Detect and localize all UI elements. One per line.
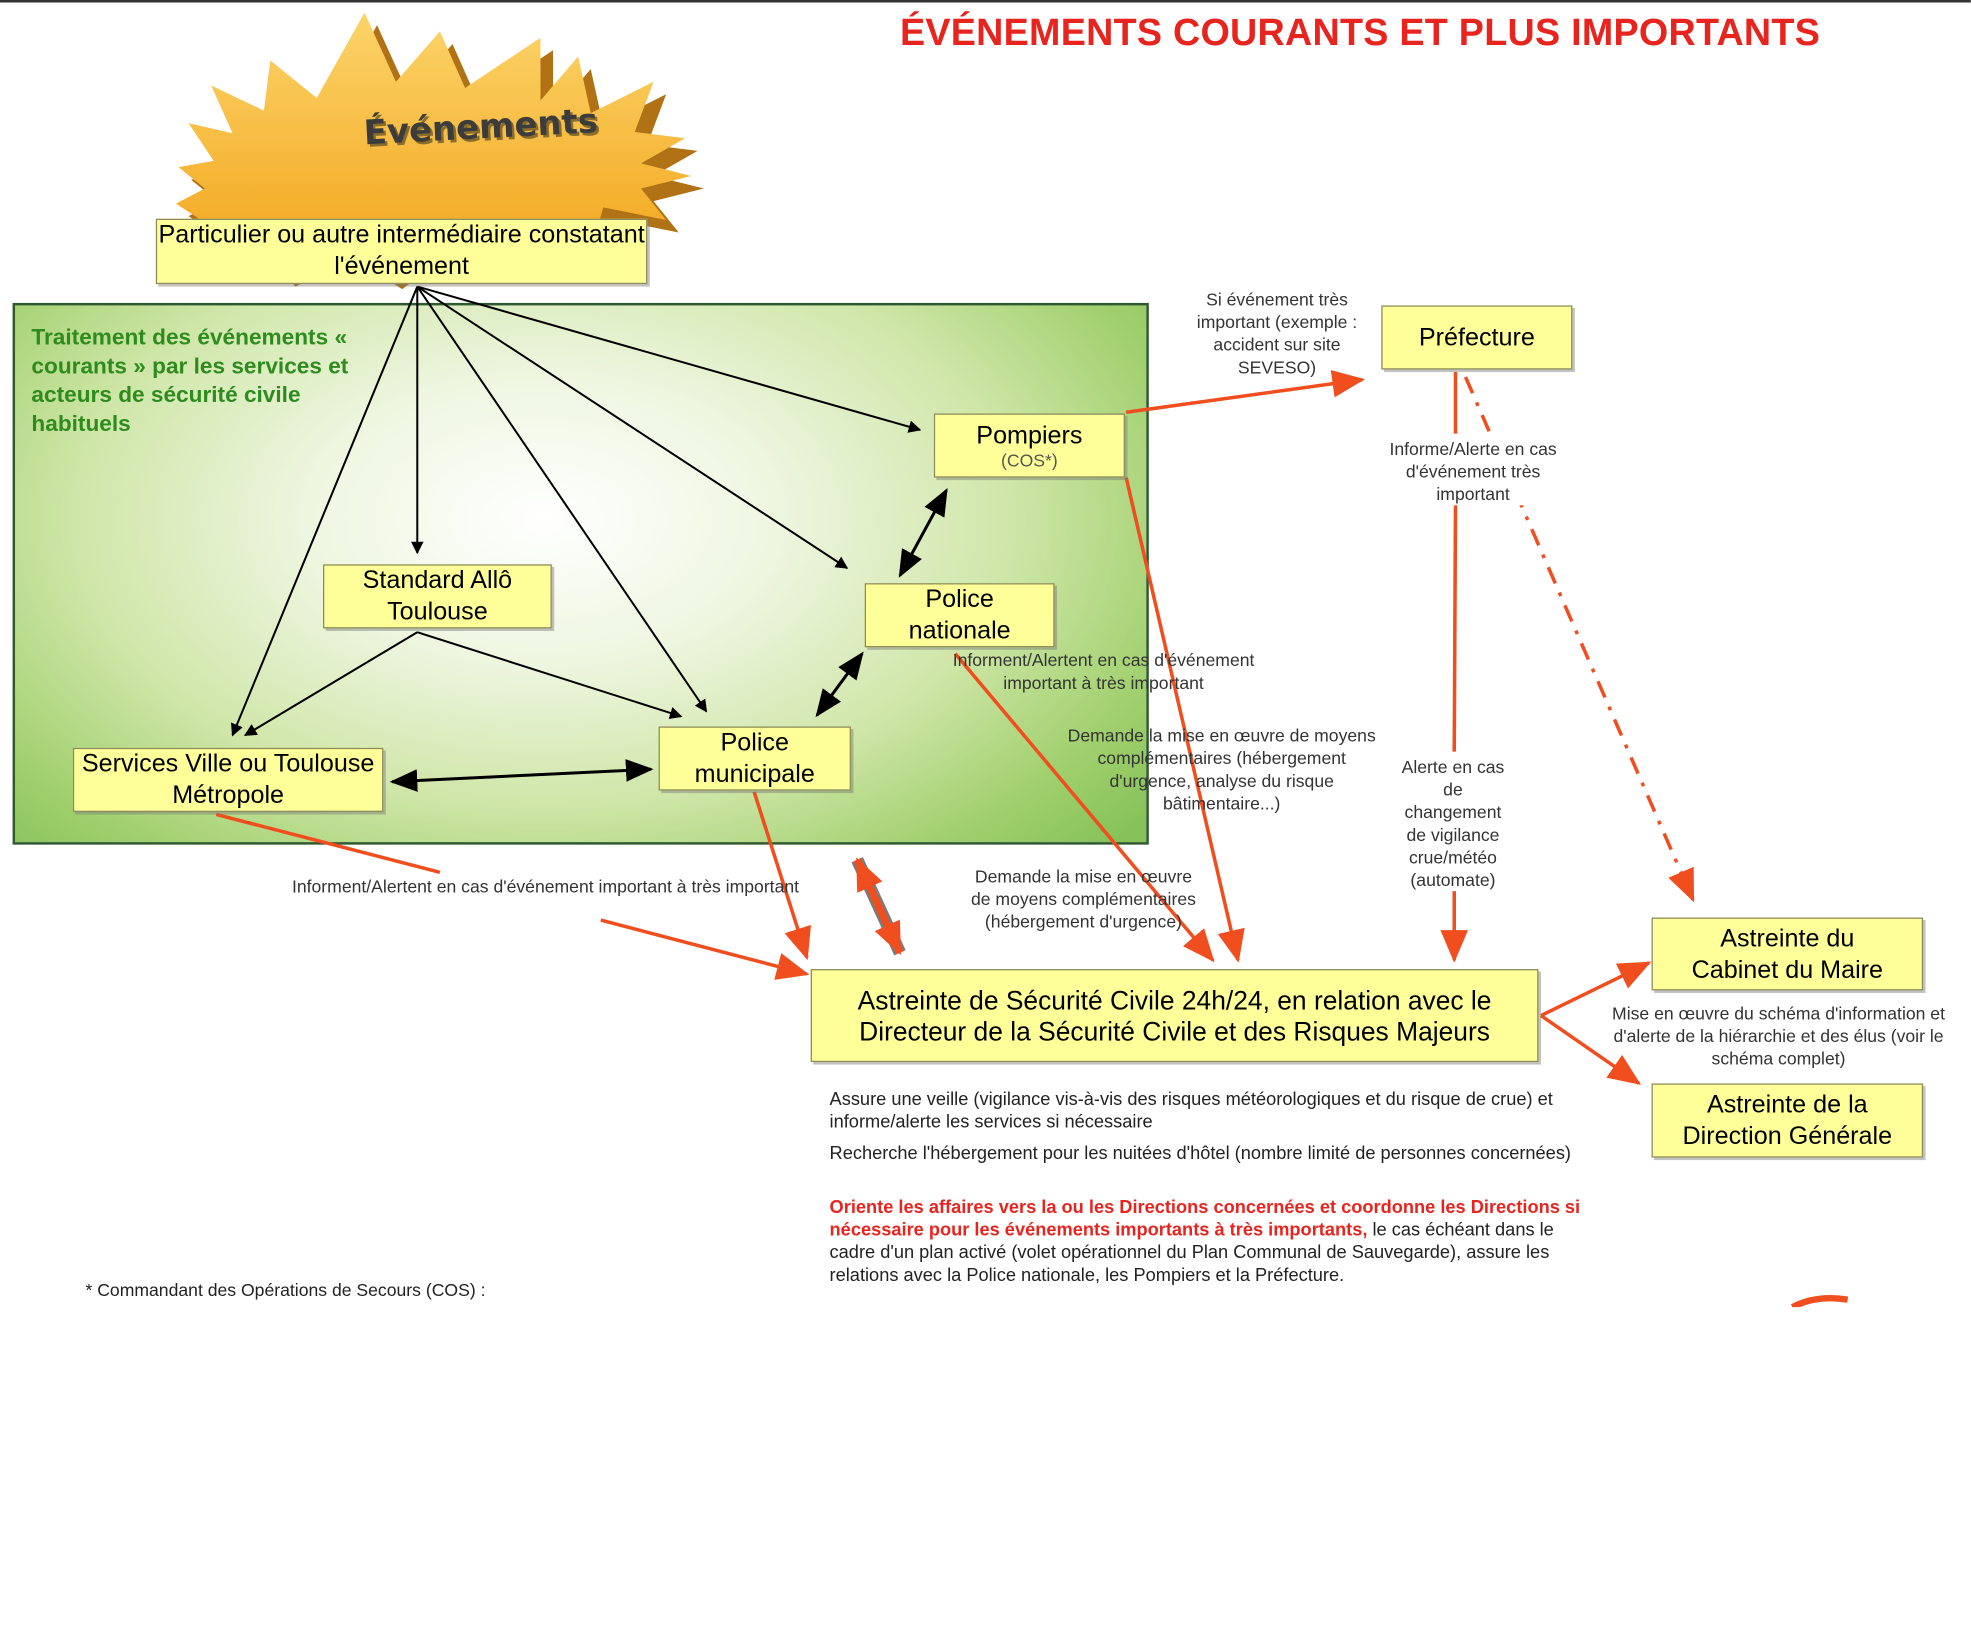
note-mise-en-oeuvre: Mise en œuvre du schéma d'information et…	[1612, 1003, 1945, 1069]
box-services: Services Ville ou Toulouse Métropole	[72, 747, 384, 812]
note-informent-police-nationale: Informent/Alertent en cas d'événement im…	[952, 649, 1255, 693]
arrow-police-nationale-astreinte	[953, 652, 1215, 963]
arrow-astreinte-cabinet	[1540, 961, 1652, 1018]
box-standard: Standard Allô Toulouse	[323, 564, 552, 629]
arrow-standard-police-municipale	[416, 631, 683, 719]
arrow-police-nationale-pompiers	[898, 487, 948, 578]
decorative-red-stroke	[1790, 1295, 1849, 1308]
note-alerte-meteo: Alerte en cas de changement de vigilance…	[1392, 755, 1514, 892]
arrow-services-police-municipale	[389, 759, 654, 792]
box-astreinte-securite-civile: Astreinte de Sécurité Civile 24h/24, en …	[810, 969, 1539, 1063]
note-demande-police: Demande la mise en œuvre de moyens compl…	[970, 866, 1196, 932]
note-demande-pompiers: Demande la mise en œuvre de moyens compl…	[1067, 725, 1376, 814]
arrow-police-municipale-astreinte	[752, 791, 811, 961]
arrow-particulier-services	[231, 286, 419, 737]
para-veille: Assure une veille (vigilance vis-à-vis d…	[829, 1089, 1553, 1133]
para-oriente-highlight: Oriente les affaires vers la ou les Dire…	[829, 1197, 1581, 1241]
arrow-particulier-police-municipale	[416, 286, 708, 713]
box-prefecture: Préfecture	[1381, 305, 1573, 370]
arrow-particulier-pompiers	[417, 285, 922, 433]
arrow-pompiers-prefecture	[1125, 370, 1365, 415]
arrow-services-line	[215, 812, 441, 874]
note-informe-prefecture: Informe/Alerte en cas d'événement très i…	[1387, 437, 1559, 506]
box-police-nationale: Police nationale	[864, 583, 1055, 648]
arrow-prefecture-line-2	[1452, 505, 1458, 752]
arrow-standard-services	[244, 631, 418, 737]
box-police-municipale: Police municipale	[658, 726, 851, 791]
arrow-police-municipale-nationale	[815, 651, 864, 718]
box-pompiers: Pompiers (COS*)	[933, 413, 1125, 478]
box-particulier: Particulier ou autre intermédiaire const…	[155, 218, 648, 285]
footnote-cos: * Commandant des Opérations de Secours (…	[85, 1279, 486, 1300]
routine-events-panel-label: Traitement des événements « courants » p…	[31, 324, 349, 437]
box-pompiers-label: Pompiers	[976, 422, 1083, 450]
arrow-services-astreinte	[600, 918, 810, 980]
note-informent-services: Informent/Alertent en cas d'événement im…	[291, 876, 800, 897]
para-hebergement: Recherche l'hébergement pour les nuitées…	[829, 1143, 1572, 1164]
diagram-canvas: ÉVÉNEMENTS COURANTS ET PLUS IMPORTANTS T…	[0, 0, 1971, 1308]
para-oriente-rest: le cas échéant dans le cadre d'un plan a…	[829, 1220, 1554, 1286]
top-rule	[0, 0, 1971, 3]
double-arrows	[389, 487, 948, 792]
box-astreinte-cabinet: Astreinte du Cabinet du Maire	[1651, 917, 1924, 991]
arrow-astreinte-direction	[1539, 1014, 1642, 1085]
note-si-evenement: Si événement très important (exemple : a…	[1196, 289, 1358, 378]
arrow-particulier-police-nationale	[416, 285, 849, 569]
diagram-title: ÉVÉNEMENTS COURANTS ET PLUS IMPORTANTS	[899, 12, 1821, 55]
box-pompiers-sub: (COS*)	[1001, 449, 1058, 471]
arrow-pompiers-astreinte	[1124, 477, 1245, 963]
box-astreinte-direction: Astreinte de la Direction Générale	[1651, 1083, 1924, 1158]
black-arrows	[231, 285, 922, 737]
para-oriente: Oriente les affaires vers la ou les Dire…	[830, 1197, 1597, 1287]
arrow-panel-astreinte-thick	[851, 857, 906, 956]
